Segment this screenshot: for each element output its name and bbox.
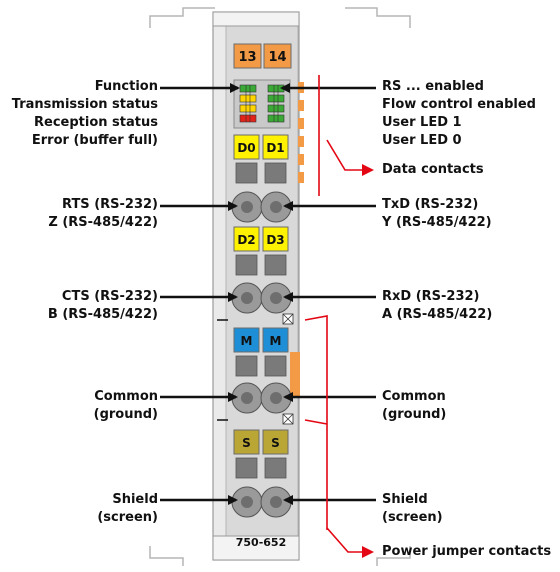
label-z-rs485: Z (RS-485/422) xyxy=(48,215,158,230)
top-label-13: 13 xyxy=(238,50,256,65)
label-ground: (ground) xyxy=(382,407,447,422)
label-ground: (ground) xyxy=(93,407,158,422)
led-rs-enabled xyxy=(267,84,285,93)
label-data-contacts: Data contacts xyxy=(382,162,484,177)
terminal-slot xyxy=(264,457,287,479)
data-contact-tab xyxy=(298,154,304,165)
din-rail-bracket-bottom xyxy=(149,546,411,566)
terminal-label-m-1: M xyxy=(241,334,253,348)
label-cts-rs232: CTS (RS-232) xyxy=(61,289,158,304)
power-jumper-tab xyxy=(290,352,300,398)
terminal-slot xyxy=(264,254,287,276)
terminal-label-m-2: M xyxy=(270,334,282,348)
label-user-led-1: User LED 1 xyxy=(382,115,462,130)
label-rs-enabled: RS ... enabled xyxy=(382,79,484,94)
terminal-slot xyxy=(235,457,258,479)
left-arrows xyxy=(160,83,240,505)
label-function: Function xyxy=(94,79,158,94)
label-reception-status: Reception status xyxy=(34,115,158,130)
terminal-label-d0: D0 xyxy=(237,141,255,155)
terminal-label-d3: D3 xyxy=(266,233,284,247)
label-common: Common xyxy=(94,389,158,404)
led-user-0 xyxy=(267,114,285,123)
label-user-led-0: User LED 0 xyxy=(382,133,462,148)
top-label-plate: 13 14 xyxy=(233,43,292,69)
label-shield-right: Shield (screen) xyxy=(382,491,443,527)
label-b-rs485: B (RS-485/422) xyxy=(47,307,158,322)
data-contact-tab xyxy=(298,100,304,111)
terminal-group-s-s: S S xyxy=(231,429,292,518)
label-y-rs485: Y (RS-485/422) xyxy=(382,215,492,230)
led-function xyxy=(239,84,257,93)
led-reception xyxy=(239,104,257,113)
label-a-rs485: A (RS-485/422) xyxy=(382,307,493,322)
label-power-jumper-contacts: Power jumper contacts xyxy=(382,544,552,559)
label-error-buffer-full: Error (buffer full) xyxy=(31,133,158,148)
terminal-label-d1: D1 xyxy=(266,141,284,155)
label-led-group: RS ... enabled Flow control enabled User… xyxy=(382,78,536,150)
part-number: 750-652 xyxy=(236,536,287,549)
label-transmission-status: Transmission status xyxy=(11,97,158,112)
label-screen: (screen) xyxy=(382,510,443,525)
label-shield: Shield xyxy=(112,492,158,507)
led-error xyxy=(239,114,257,123)
terminal-slot xyxy=(235,162,258,184)
data-contacts-arrowhead xyxy=(362,164,374,176)
data-contact-tab xyxy=(298,118,304,129)
terminal-slot xyxy=(235,355,258,377)
led-user-1 xyxy=(267,104,285,113)
data-contact-tab xyxy=(298,136,304,147)
led-transmission xyxy=(239,94,257,103)
label-cts: CTS (RS-232) B (RS-485/422) xyxy=(48,288,158,324)
label-rts: RTS (RS-232) Z (RS-485/422) xyxy=(48,196,158,232)
label-common: Common xyxy=(382,389,446,404)
top-label-14: 14 xyxy=(268,50,286,65)
terminal-label-d2: D2 xyxy=(237,233,255,247)
label-rxd-rs232: RxD (RS-232) xyxy=(382,289,480,304)
label-flow-control-enabled: Flow control enabled xyxy=(382,97,536,112)
label-status-group: Function Transmission status Reception s… xyxy=(12,78,158,150)
terminal-group-d0-d1: D0 D1 xyxy=(231,134,292,223)
label-screen: (screen) xyxy=(97,510,158,525)
label-rts-rs232: RTS (RS-232) xyxy=(62,197,158,212)
din-rail-bracket-top xyxy=(149,7,411,28)
terminal-label-s-1: S xyxy=(242,436,251,450)
terminal-slot xyxy=(264,355,287,377)
label-txd: TxD (RS-232) Y (RS-485/422) xyxy=(382,196,492,232)
label-txd-rs232: TxD (RS-232) xyxy=(382,197,479,212)
label-common-left: Common (ground) xyxy=(94,388,158,424)
data-contact-tab xyxy=(298,172,304,183)
power-jumper-arrowhead xyxy=(362,546,374,558)
power-jumper-pointer xyxy=(304,315,366,553)
label-shield-left: Shield (screen) xyxy=(97,491,158,527)
jumper-marker-bottom xyxy=(217,413,294,425)
label-rxd: RxD (RS-232) A (RS-485/422) xyxy=(382,288,492,324)
label-common-right: Common (ground) xyxy=(382,388,446,424)
led-flow-control xyxy=(267,94,285,103)
data-contacts-pointer xyxy=(318,75,366,196)
terminal-label-s-2: S xyxy=(271,436,280,450)
jumper-marker-top xyxy=(217,313,294,325)
right-arrows xyxy=(280,83,376,505)
terminal-slot xyxy=(264,162,287,184)
led-block xyxy=(233,79,291,129)
label-shield: Shield xyxy=(382,492,428,507)
terminal-slot xyxy=(235,254,258,276)
terminal-group-m-m: M M xyxy=(231,327,292,414)
